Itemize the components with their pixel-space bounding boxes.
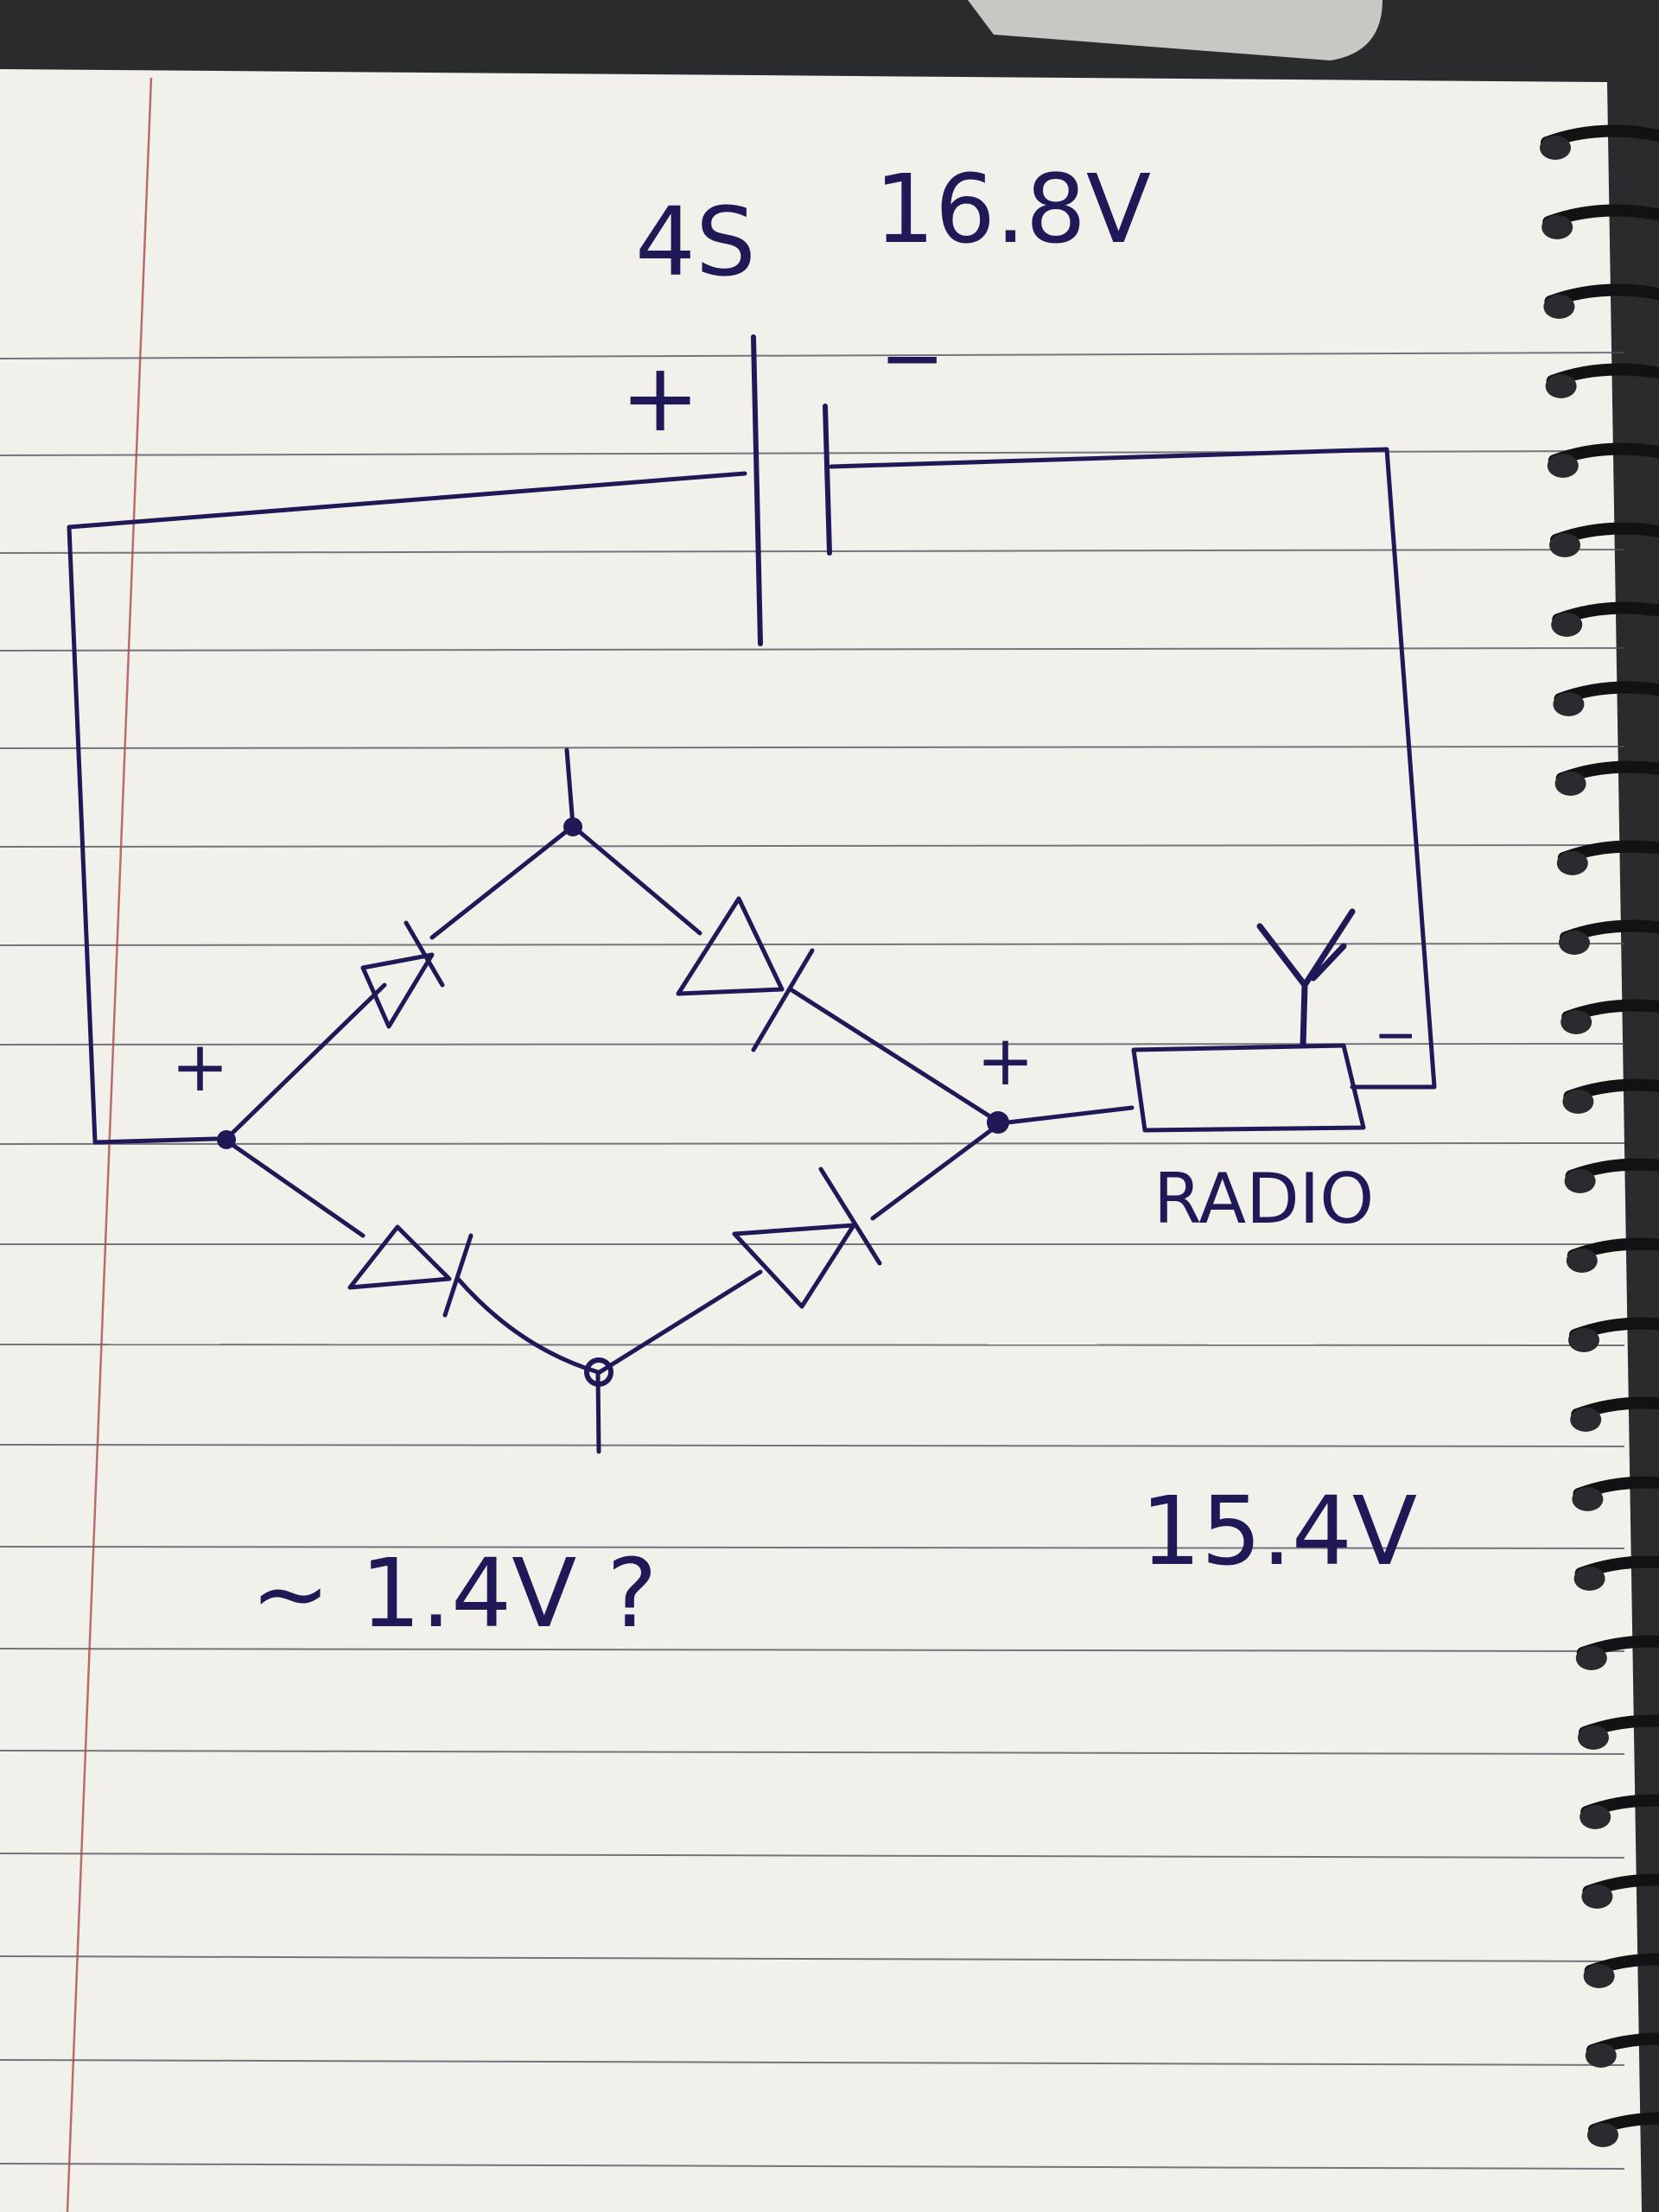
spiral-hole <box>1564 1169 1596 1193</box>
notebook-page <box>0 69 1642 2212</box>
radio-label: RADIO <box>1154 1159 1374 1239</box>
diode-upper-left <box>360 920 445 1029</box>
battery-cells-label: 4S <box>635 187 756 297</box>
wire-bottom-node-lead <box>595 1371 601 1454</box>
wire-to-radio <box>998 1105 1135 1126</box>
diode-upper-right <box>676 896 815 1052</box>
battery-voltage-label: 16.8V <box>874 154 1151 264</box>
spiral-hole <box>1553 692 1585 716</box>
spiral-hole <box>1562 1090 1594 1114</box>
spiral-hole <box>1585 2044 1617 2068</box>
laptop-edge <box>968 0 1382 60</box>
spiral-hole <box>1568 1328 1599 1352</box>
bridge-right-plus: + <box>976 1020 1034 1101</box>
wire-battery-minus <box>829 447 1437 1090</box>
wire-upper-left-arm <box>224 824 575 1141</box>
margin-line <box>66 77 153 2212</box>
spiral-hole <box>1551 613 1583 637</box>
spiral-hole <box>1583 1964 1615 1988</box>
wire-battery-plus <box>67 471 747 1145</box>
spiral-hole <box>1573 1567 1605 1591</box>
battery-plus-sign: + <box>620 342 700 453</box>
wire-top-node-lead <box>564 747 575 828</box>
spiral-hole <box>1549 533 1580 557</box>
spiral-hole <box>1560 1010 1592 1034</box>
wire-upper-right-arm <box>571 824 1001 1124</box>
radio-box <box>1131 1043 1366 1133</box>
spiral-hole <box>1575 1646 1607 1670</box>
spiral-binding <box>1540 124 1659 2147</box>
spiral-hole <box>1570 1408 1602 1432</box>
spiral-hole <box>1541 215 1573 239</box>
wire-lower-left-arm <box>224 1138 601 1375</box>
wire-lower-right-arm <box>597 1122 1001 1375</box>
battery-short-plate <box>823 404 832 556</box>
spiral-hole <box>1581 1885 1613 1909</box>
radio-voltage-label: 15.4V <box>1141 1476 1417 1586</box>
ruled-lines <box>0 352 1625 2170</box>
spiral-hole <box>1540 136 1571 160</box>
battery-long-plate <box>751 334 763 646</box>
bridge-left-plus: + <box>171 1027 229 1107</box>
spiral-hole <box>1566 1249 1598 1273</box>
spiral-hole <box>1578 1726 1609 1750</box>
battery-minus-sign: − <box>880 313 944 404</box>
junction-dots <box>217 817 1009 1387</box>
antenna-icon <box>1256 908 1356 1049</box>
diode-drop-note: ~ 1.4V ? <box>251 1538 658 1649</box>
radio-minus-sign: − <box>1374 1005 1417 1065</box>
spiral-hole <box>1543 295 1575 319</box>
spiral-hole <box>1559 931 1590 955</box>
spiral-hole <box>1554 772 1586 796</box>
spiral-hole <box>1587 2123 1618 2147</box>
spiral-hole <box>1556 851 1588 875</box>
diode-lower-right <box>732 1166 882 1309</box>
spiral-hole <box>1572 1487 1604 1511</box>
diode-lower-left <box>347 1224 474 1318</box>
spiral-hole <box>1547 454 1579 478</box>
spiral-hole <box>1545 374 1577 398</box>
spiral-hole <box>1580 1805 1611 1829</box>
